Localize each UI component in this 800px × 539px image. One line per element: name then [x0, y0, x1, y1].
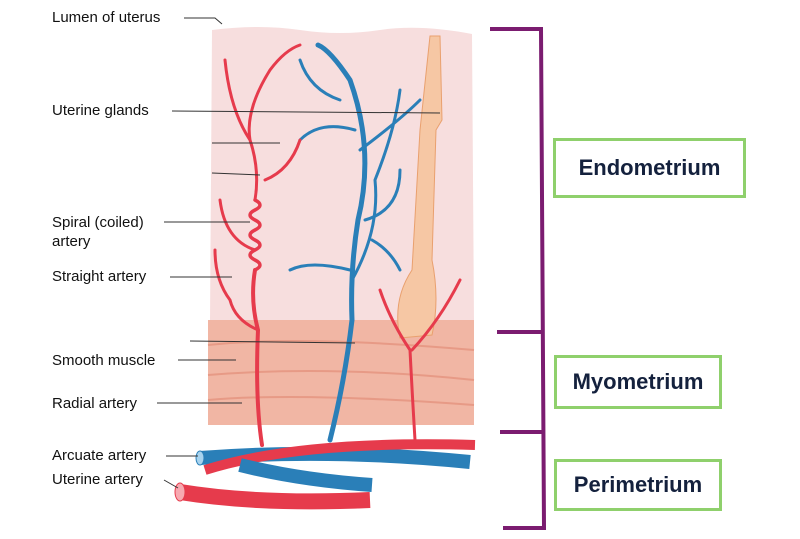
uterine-artery	[178, 484, 371, 510]
veins	[288, 42, 422, 443]
uterine-gland	[397, 35, 443, 339]
label-radial-artery: Radial artery	[52, 395, 138, 412]
arcuate-artery	[203, 439, 476, 475]
layer-bracket	[490, 27, 547, 530]
label-smooth-muscle: Smooth muscle	[52, 352, 156, 369]
label-spiral-artery-2: artery	[52, 233, 91, 250]
leader-lines	[157, 17, 441, 489]
arteries	[213, 43, 462, 447]
arcuate-vein	[199, 446, 471, 469]
endometrium-tissue	[210, 27, 474, 322]
layer-box-perimetrium: Perimetrium	[554, 459, 722, 511]
label-uterine-artery: Uterine artery	[52, 471, 143, 488]
label-straight-artery: Straight artery	[52, 268, 147, 285]
label-uterine-glands: Uterine glands	[52, 102, 149, 119]
label-spiral-artery: Spiral (coiled)	[52, 214, 144, 231]
layer-box-myometrium: Myometrium	[554, 355, 722, 409]
label-arcuate-artery: Arcuate artery	[52, 447, 147, 464]
layer-box-endometrium: Endometrium	[553, 138, 746, 198]
label-lumen-of-uterus: Lumen of uterus	[52, 9, 161, 26]
uterine-vein	[238, 458, 373, 492]
